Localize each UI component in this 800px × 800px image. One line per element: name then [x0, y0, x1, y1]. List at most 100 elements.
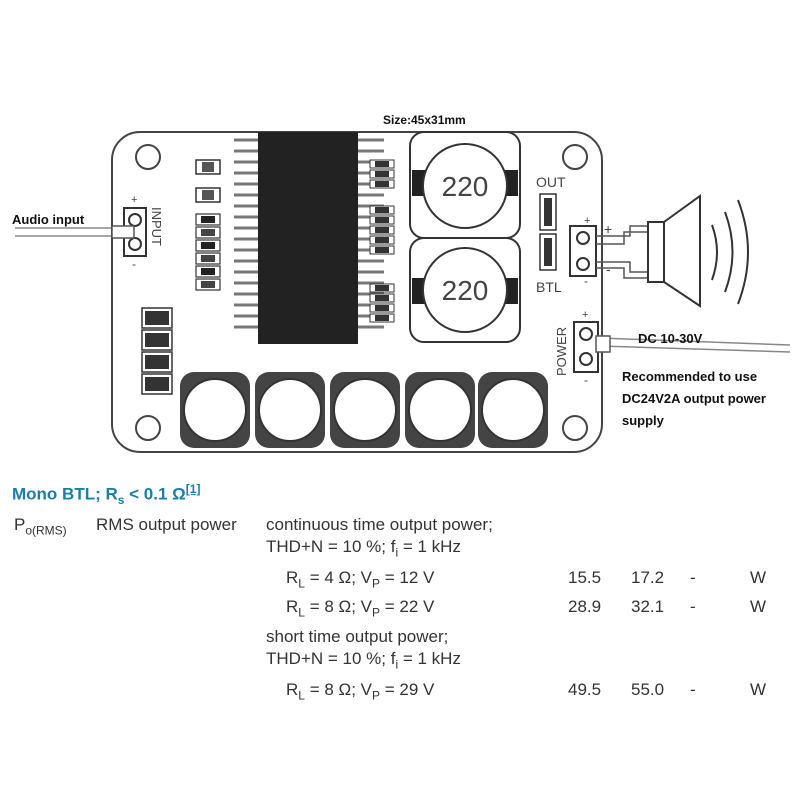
smd-resistor-body: [201, 268, 215, 275]
row1-typ: 17.2: [631, 568, 665, 587]
symbol-main: P: [14, 515, 26, 534]
reference-link[interactable]: [1]: [185, 482, 201, 496]
row2-min: 28.9: [568, 597, 602, 616]
dc-voltage-label: DC 10-30V: [638, 331, 703, 346]
smd-resistor-body: [375, 227, 389, 233]
smd-resistor-body: [375, 295, 389, 301]
recommend-line-1: Recommended to use: [622, 369, 757, 384]
input-minus-sign: -: [132, 257, 136, 271]
smd-resistor-body: [201, 242, 215, 249]
out-plus-sign: +: [584, 215, 590, 227]
smd-resistor-body: [375, 285, 389, 291]
smd-resistor-body: [375, 207, 389, 213]
spec-heading: Mono BTL; Rs < 0.1 Ω[1]: [12, 482, 200, 507]
smd-resistor-body: [375, 305, 389, 311]
capacitor-top: [408, 378, 472, 442]
smd-resistor-body: [375, 171, 389, 177]
smd-resistor-body: [201, 255, 215, 262]
mounting-hole: [562, 415, 588, 441]
board-diagram: 220 220 + - INPUT OUT: [12, 113, 791, 453]
row1-max: -: [690, 568, 696, 587]
heading-sub: s: [117, 493, 125, 508]
row1-min: 15.5: [568, 568, 602, 587]
speaker-wire-plus-2: [596, 231, 650, 245]
row3-condition: RL = 8 Ω; VP = 29 V: [286, 680, 435, 703]
group1-condition: THD+N = 10 %; fi = 1 kHz: [266, 537, 461, 559]
speaker-wire-minus: [596, 261, 650, 273]
heading-text-post: < 0.1 Ω: [124, 484, 186, 504]
row2-condition: RL = 8 Ω; VP = 22 V: [286, 597, 435, 620]
row1-unit: W: [750, 568, 767, 587]
smd-resistor-body: [375, 315, 389, 321]
group1-title: continuous time output power;: [266, 515, 493, 534]
smd-resistor-body: [202, 190, 214, 200]
recommend-line-3: supply: [622, 413, 665, 428]
spec-table: Mono BTL; Rs < 0.1 Ω[1] Po(RMS) RMS outp…: [0, 470, 800, 800]
cond-post: = 1 kHz: [398, 649, 461, 668]
row3-vp: 29 V: [399, 680, 435, 699]
out-label: OUT: [536, 174, 566, 190]
cond-pre: THD+N = 10 %; f: [266, 649, 396, 668]
dc-wire: [599, 337, 791, 346]
row3-typ: 55.0: [631, 680, 665, 699]
inductor-2: 220: [409, 237, 521, 343]
row1-condition: RL = 4 Ω; VP = 12 V: [286, 568, 435, 591]
symbol: Po(RMS): [14, 515, 67, 537]
heading-text: Mono BTL; R: [12, 484, 118, 504]
row3-min: 49.5: [568, 680, 602, 699]
smd-resistor-body: [375, 237, 389, 243]
input-label: INPUT: [149, 207, 164, 246]
input-plus-sign: +: [131, 194, 137, 206]
parameter-name: RMS output power: [96, 515, 237, 534]
row2-max: -: [690, 597, 696, 616]
row3-max: -: [690, 680, 696, 699]
smd-resistor-body: [202, 162, 214, 172]
speaker-output-connector: + - + -: [569, 215, 612, 288]
row3-rl: 8 Ω: [324, 680, 352, 699]
out-minus-sign: -: [584, 274, 588, 288]
power-minus-sign: -: [584, 373, 588, 387]
smd-resistor-body: [201, 281, 215, 288]
dc-wire-2: [599, 345, 791, 353]
mounting-hole: [135, 144, 161, 170]
speaker-minus-sign: -: [606, 261, 611, 277]
recommend-line-2: DC24V2A output power: [622, 391, 766, 406]
smd-resistor-body: [375, 181, 389, 187]
smd-resistor-body: [375, 217, 389, 223]
electrolytic-capacitors: [180, 372, 548, 448]
capacitor-top: [258, 378, 322, 442]
row1-rl: 4 Ω: [324, 568, 352, 587]
row2-vp: 22 V: [399, 597, 435, 616]
passive-components-left: [195, 159, 221, 291]
capacitor-top: [183, 378, 247, 442]
smd-resistor-body: [375, 161, 389, 167]
passive-components-middle: [369, 159, 395, 323]
row3-unit: W: [750, 680, 767, 699]
smd-resistor-body: [375, 247, 389, 253]
power-plus-sign: +: [582, 309, 588, 321]
row2-unit: W: [750, 597, 767, 616]
smd-resistor-body: [201, 229, 215, 236]
btl-label: BTL: [536, 279, 562, 295]
cond-sub: i: [395, 545, 399, 560]
cond-post: = 1 kHz: [398, 537, 461, 556]
audio-input-label: Audio input: [12, 212, 85, 227]
mounting-hole: [562, 144, 588, 170]
speaker-wire-plus: [596, 225, 650, 237]
size-label: Size:45x31mm: [383, 113, 466, 127]
speaker-wire-minus-2: [596, 267, 650, 279]
smd-capacitors: [141, 307, 173, 395]
cond-sub: i: [395, 657, 399, 672]
speaker-icon: [647, 194, 749, 308]
inductor-1: 220: [409, 131, 521, 239]
input-connector: + - INPUT: [111, 194, 164, 271]
cond-pre: THD+N = 10 %; f: [266, 537, 396, 556]
row1-vp: 12 V: [399, 568, 435, 587]
row2-rl: 8 Ω: [324, 597, 352, 616]
capacitor-top: [481, 378, 545, 442]
mounting-hole: [135, 415, 161, 441]
btl-jumpers: OUT BTL: [536, 174, 566, 295]
group2-title: short time output power;: [266, 627, 449, 646]
speaker-plus-sign: +: [604, 221, 612, 237]
inductor-2-label: 220: [442, 275, 489, 306]
